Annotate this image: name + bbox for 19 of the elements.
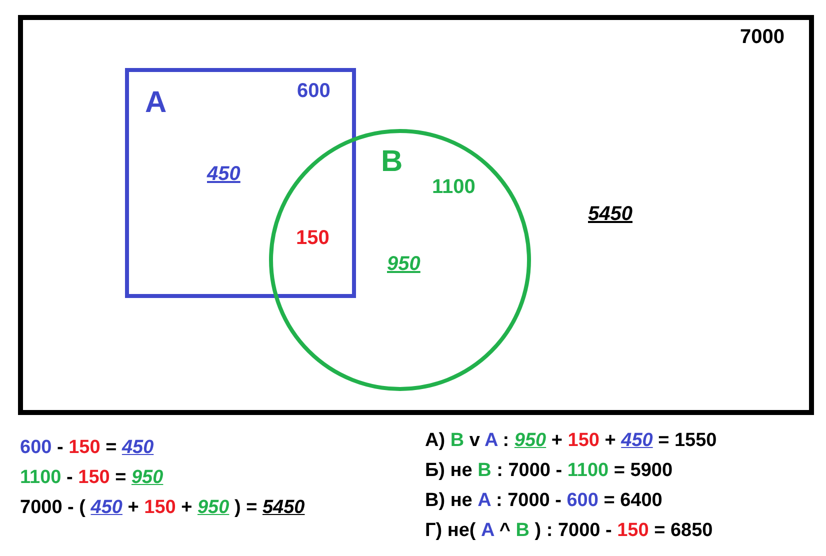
- equation: 1100 - 150 = 950: [20, 467, 164, 489]
- universe-rectangle: [18, 15, 814, 415]
- set-circle: [269, 129, 531, 391]
- equation: 600 - 150 = 450: [20, 437, 154, 459]
- intersection-count: 150: [296, 227, 330, 250]
- set-name: B: [381, 145, 403, 179]
- set-total: 600: [297, 80, 330, 103]
- set-square: [125, 68, 356, 298]
- set-total: 1100: [432, 176, 476, 199]
- region-count: 950: [387, 253, 420, 276]
- equation: Г) не( A ^ B ) : 7000 - 150 = 6850: [425, 520, 713, 542]
- region-count: 5450: [588, 203, 632, 226]
- equation: 7000 - ( 450 + 150 + 950 ) = 5450: [20, 497, 305, 519]
- region-count: 450: [207, 163, 240, 186]
- equation: В) не A : 7000 - 600 = 6400: [425, 490, 662, 512]
- set-name: A: [145, 86, 167, 120]
- equation: А) B v A : 950 + 150 + 450 = 1550: [425, 430, 717, 452]
- set-total: 7000: [740, 26, 784, 49]
- equation: Б) не B : 7000 - 1100 = 5900: [425, 460, 673, 482]
